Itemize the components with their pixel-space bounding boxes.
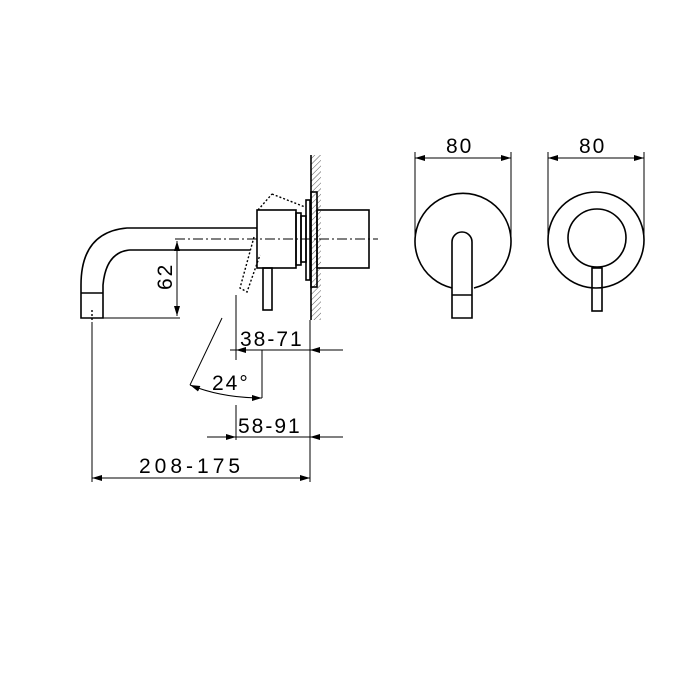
dim-wall-depth-2: 58-91 — [238, 415, 302, 438]
dim-plate-width-back: 80 — [579, 135, 606, 158]
dim-plate-width-front: 80 — [446, 135, 473, 158]
dim-spout-height: 62 — [154, 263, 177, 290]
front-view-handle — [547, 152, 645, 312]
dim-spout-projection: 208-175 — [139, 455, 244, 478]
wall — [310, 155, 321, 320]
dimension-lines — [91, 241, 343, 482]
side-view-faucet — [80, 191, 378, 319]
front-view-lever — [414, 152, 512, 319]
dim-wall-depth-1: 38-71 — [240, 328, 304, 351]
dim-lever-angle: 24° — [212, 372, 250, 395]
